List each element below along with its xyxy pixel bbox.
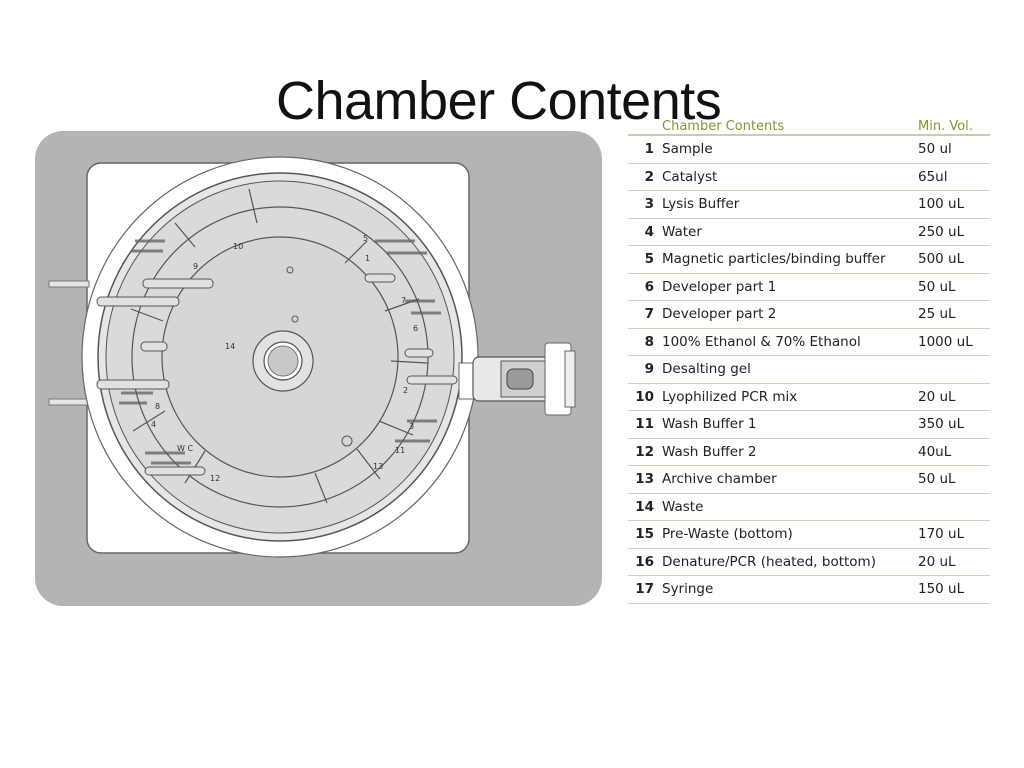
row-min-volume: 1000 uL — [918, 333, 973, 350]
row-contents: Water — [662, 223, 702, 240]
row-number: 5 — [644, 251, 654, 268]
chamber-label-13: 13 — [373, 462, 383, 471]
row-contents: Magnetic particles/binding buffer — [662, 251, 886, 268]
table-row: 9 Desalting gel — [628, 356, 990, 384]
header-min-vol: Min. Vol. — [918, 119, 973, 134]
chamber-label-5: 5 — [363, 234, 368, 243]
row-number: 11 — [635, 416, 654, 433]
row-number: 15 — [635, 526, 654, 543]
table-row: 11 Wash Buffer 1 350 uL — [628, 411, 990, 439]
row-number: 7 — [644, 306, 654, 323]
row-contents: Wash Buffer 2 — [662, 443, 757, 460]
chamber-label-14: 14 — [225, 342, 235, 351]
table-row: 3 Lysis Buffer 100 uL — [628, 191, 990, 219]
row-contents: Lysis Buffer — [662, 196, 740, 213]
chamber-label-12: 12 — [210, 474, 220, 483]
row-contents: Denature/PCR (heated, bottom) — [662, 553, 876, 570]
left-pin-bottom — [48, 398, 90, 406]
row-contents: Desalting gel — [662, 361, 751, 378]
table-row: 17 Syringe 150 uL — [628, 576, 990, 604]
chamber-label-7: 7 — [401, 296, 406, 305]
row-contents: Archive chamber — [662, 471, 777, 488]
chamber-label-9: 9 — [193, 262, 198, 271]
chamber-label-11: 11 — [395, 446, 405, 455]
row-min-volume: 250 uL — [918, 223, 965, 240]
row-number: 17 — [635, 581, 654, 598]
chamber-label-8: 8 — [155, 402, 160, 411]
row-number: 1 — [644, 141, 654, 158]
row-contents: Catalyst — [662, 168, 718, 185]
row-contents: Sample — [662, 141, 713, 158]
table-row: 16 Denature/PCR (heated, bottom) 20 uL — [628, 549, 990, 576]
row-contents: Lyophilized PCR mix — [662, 388, 798, 405]
row-number: 10 — [635, 388, 654, 405]
row-min-volume: 65ul — [918, 168, 948, 185]
row-contents: 100% Ethanol & 70% Ethanol — [662, 333, 861, 350]
chamber-cartridge-diagram: 1 2 3 4 5 6 7 8 9 10 11 12 13 14 W C — [35, 131, 602, 606]
table-row: 8 100% Ethanol & 70% Ethanol 1000 uL — [628, 329, 990, 356]
table-row: 2 Catalyst 65ul — [628, 164, 990, 191]
row-min-volume: 20 uL — [918, 388, 956, 405]
chamber-label-10: 10 — [233, 242, 243, 251]
row-min-volume: 170 uL — [918, 526, 965, 543]
row-min-volume: 40uL — [918, 443, 952, 460]
table-row: 1 Sample 50 ul — [628, 136, 990, 164]
row-min-volume: 25 uL — [918, 306, 956, 323]
syringe — [458, 342, 576, 416]
row-contents: Syringe — [662, 581, 714, 598]
row-contents: Pre-Waste (bottom) — [662, 526, 793, 543]
table-header: Chamber Contents Min. Vol. — [628, 112, 990, 136]
table-row: 12 Wash Buffer 2 40uL — [628, 439, 990, 466]
table-row: 4 Water 250 uL — [628, 219, 990, 246]
chamber-label-2: 2 — [403, 386, 408, 395]
row-min-volume: 350 uL — [918, 416, 965, 433]
row-number: 16 — [635, 553, 654, 570]
table-row: 10 Lyophilized PCR mix 20 uL — [628, 384, 990, 411]
chamber-label-1: 1 — [365, 254, 370, 263]
table-body: 1 Sample 50 ul 2 Catalyst 65ul 3 Lysis Buffer 10… — [628, 136, 990, 604]
slide-title: Chamber Contents — [276, 71, 722, 131]
chamber-contents-table: Chamber Contents Min. Vol. 1 Sample 50 ul 2… — [628, 112, 990, 604]
chamber-label-wc: W C — [177, 444, 193, 453]
row-number: 6 — [644, 278, 654, 295]
row-min-volume: 150 uL — [918, 581, 965, 598]
row-number: 4 — [644, 223, 654, 240]
row-min-volume: 100 uL — [918, 196, 965, 213]
row-min-volume: 50 ul — [918, 141, 952, 158]
row-number: 14 — [635, 498, 654, 515]
row-contents: Developer part 1 — [662, 278, 777, 295]
chamber-label-3: 3 — [409, 422, 414, 431]
table-row: 7 Developer part 2 25 uL — [628, 301, 990, 329]
chamber-label-6: 6 — [413, 324, 418, 333]
row-min-volume: 50 uL — [918, 471, 956, 488]
row-number: 12 — [635, 443, 654, 460]
row-number: 2 — [644, 168, 654, 185]
row-min-volume: 500 uL — [918, 251, 965, 268]
row-number: 8 — [644, 333, 654, 350]
row-number: 3 — [644, 196, 654, 213]
row-number: 13 — [635, 471, 654, 488]
chamber-label-4: 4 — [151, 420, 156, 429]
table-row: 6 Developer part 1 50 uL — [628, 274, 990, 301]
row-number: 9 — [644, 361, 654, 378]
table-row: 15 Pre-Waste (bottom) 170 uL — [628, 521, 990, 549]
row-contents: Developer part 2 — [662, 306, 777, 323]
left-pin-top — [48, 280, 90, 288]
row-min-volume: 20 uL — [918, 553, 956, 570]
table-row: 5 Magnetic particles/binding buffer 500 uL — [628, 246, 990, 274]
row-contents: Wash Buffer 1 — [662, 416, 757, 433]
row-min-volume: 50 uL — [918, 278, 956, 295]
table-row: 14 Waste — [628, 494, 990, 521]
header-chamber-contents: Chamber Contents — [662, 119, 785, 134]
row-contents: Waste — [662, 498, 704, 515]
table-row: 13 Archive chamber 50 uL — [628, 466, 990, 494]
